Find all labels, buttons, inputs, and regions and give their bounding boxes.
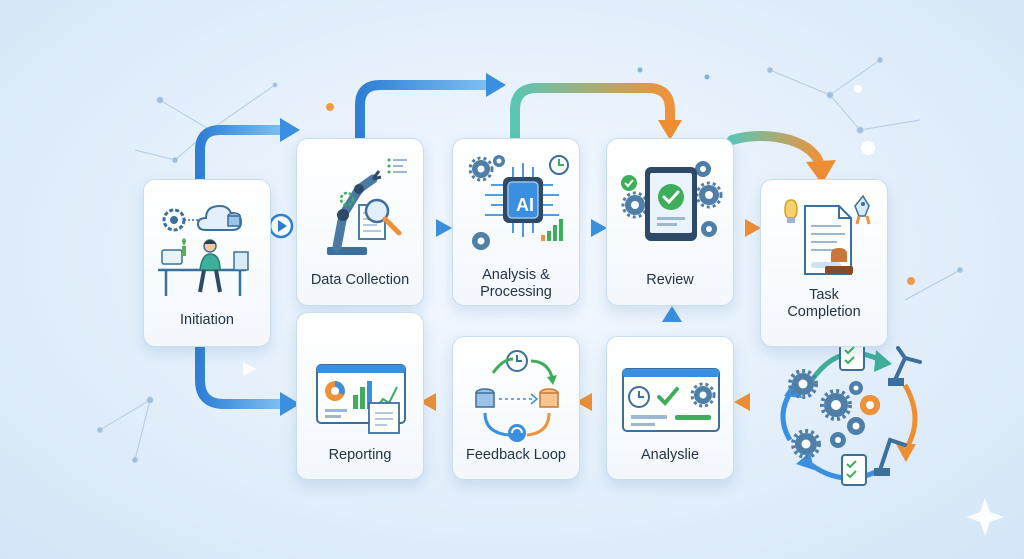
tablet-check-icon	[621, 161, 723, 241]
step-label-data-collection: Data Collection	[310, 272, 410, 288]
step-label-review: Review	[646, 272, 694, 288]
step-label-feedback-loop: Feedback Loop	[466, 447, 566, 463]
step-label-task-completion-line2: Completion	[787, 304, 861, 320]
feedback-cycle-icon	[475, 350, 559, 442]
automation-cycle-cluster	[780, 327, 922, 486]
dot-decoration	[326, 67, 1004, 536]
ai-chip-icon	[468, 155, 569, 250]
robot-arm-magnifier-icon	[327, 158, 407, 255]
workstation-icon	[158, 204, 249, 296]
step-label-task-completion-line1: Task	[809, 287, 839, 303]
step-label-analysis-processing-line1: Analysis &	[482, 267, 550, 283]
document-stamp-icon	[784, 194, 871, 275]
arrow-initiation-to-reporting	[195, 341, 287, 409]
network-decoration	[97, 57, 963, 463]
step-card-initiation[interactable]: Initiation	[143, 179, 271, 347]
arrow-review-to-task-completion	[727, 131, 825, 170]
step-card-task-completion[interactable]: Task Completion	[760, 179, 888, 347]
step-card-analysis-processing[interactable]: AI Analysis & Processing	[452, 138, 580, 306]
step-card-data-collection[interactable]: Data Collection	[296, 138, 424, 306]
step-card-analysis-bottom[interactable]: Analyslie	[606, 336, 734, 480]
arrow-initiation-to-data-collection	[195, 125, 287, 187]
analytics-panel-icon	[622, 368, 720, 432]
step-card-reporting[interactable]: Reporting	[296, 312, 424, 480]
step-card-review[interactable]: Review	[606, 138, 734, 306]
step-label-analysis-processing-line2: Processing	[480, 284, 552, 300]
arrow-analysis-to-review	[510, 83, 675, 143]
step-label-analysis-bottom: Analyslie	[640, 447, 700, 463]
step-label-reporting: Reporting	[328, 447, 392, 463]
arrow-data-collection-to-analysis	[355, 80, 493, 143]
dashboard-report-icon	[316, 364, 406, 434]
step-card-feedback-loop[interactable]: Feedback Loop	[452, 336, 580, 480]
ai-chip-text: AI	[516, 195, 534, 215]
step-label-initiation: Initiation	[179, 312, 234, 328]
